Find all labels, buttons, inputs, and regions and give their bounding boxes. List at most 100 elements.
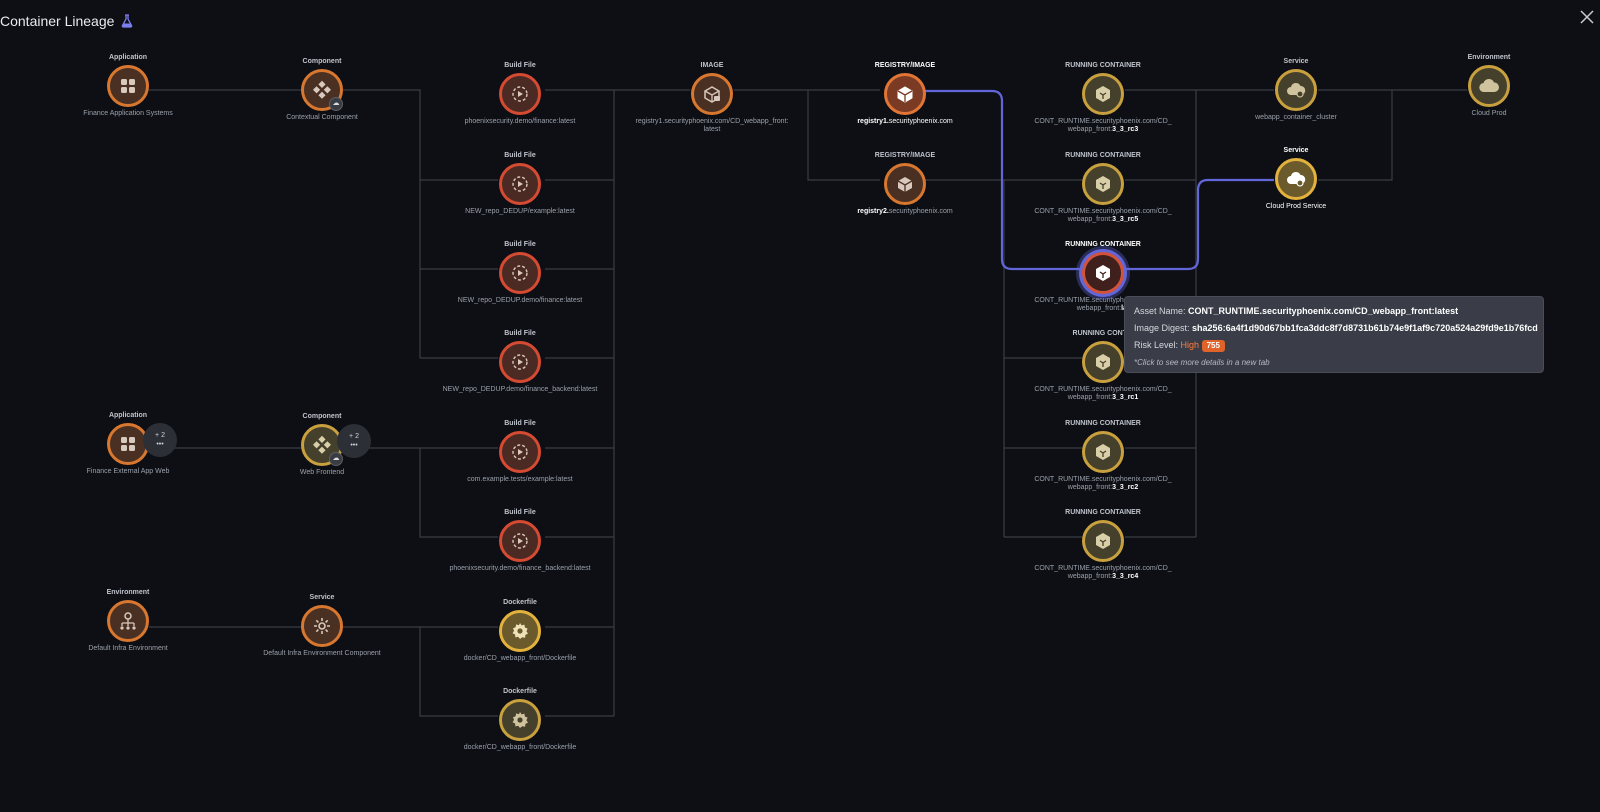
build-file-icon[interactable]	[499, 431, 541, 473]
build-file-icon[interactable]	[499, 163, 541, 205]
node-running-container-selected[interactable]: RUNNING CONTAINER CONT_RUNTIME.securityp…	[1003, 240, 1203, 313]
build-file-icon[interactable]	[499, 73, 541, 115]
node-label: CONT_RUNTIME.securityphoenix.com/CD_weba…	[1034, 118, 1172, 133]
container-icon[interactable]	[1082, 163, 1124, 205]
component-icon[interactable]: ☁	[301, 69, 343, 111]
build-file-icon[interactable]	[499, 520, 541, 562]
node-environment[interactable]: Environment Cloud Prod	[1389, 53, 1589, 118]
flask-icon	[122, 14, 133, 28]
node-label: CONT_RUNTIME.securityphoenix.com/CD_weba…	[1034, 476, 1172, 491]
node-registry-image[interactable]: REGISTRY/IMAGE registry1.securityphoenix…	[805, 61, 1005, 126]
cloud-icon[interactable]	[1468, 65, 1510, 107]
registry-box-icon[interactable]	[884, 73, 926, 115]
asset-tooltip[interactable]: Asset Name: CONT_RUNTIME.securityphoenix…	[1124, 296, 1544, 373]
node-label: Finance Application Systems	[83, 110, 173, 117]
service-gear-icon[interactable]	[301, 605, 343, 647]
node-type-label: Build File	[504, 241, 536, 248]
node-label: com.example.tests/example:latest	[467, 476, 573, 483]
node-type-label: Application	[108, 412, 148, 419]
node-type-label: REGISTRY/IMAGE	[874, 152, 936, 159]
more-nodes-badge[interactable]: + 2•••	[337, 424, 371, 458]
gear-icon[interactable]	[499, 610, 541, 652]
image-box-icon[interactable]	[691, 73, 733, 115]
node-type-label: Environment	[106, 589, 150, 596]
registry-box-icon[interactable]	[884, 163, 926, 205]
node-registry-image[interactable]: REGISTRY/IMAGE registry2.securityphoenix…	[805, 151, 1005, 216]
node-dockerfile[interactable]: Dockerfile docker/CD_webapp_front/Docker…	[420, 598, 620, 663]
node-running-container[interactable]: RUNNING CONTAINER CONT_RUNTIME.securityp…	[1003, 419, 1203, 492]
node-dockerfile[interactable]: Dockerfile docker/CD_webapp_front/Docker…	[420, 687, 620, 752]
node-application[interactable]: Application Finance Application Systems	[28, 53, 228, 118]
node-type-label: Build File	[504, 509, 536, 516]
build-file-icon[interactable]	[499, 252, 541, 294]
node-label: Default Infra Environment	[88, 645, 168, 652]
container-icon[interactable]	[1082, 431, 1124, 473]
node-type-label: Build File	[504, 330, 536, 337]
cloud-gear-icon[interactable]	[1275, 69, 1317, 111]
node-build-file[interactable]: Build File phoenixsecurity.demo/finance_…	[420, 508, 620, 573]
node-type-label: Application	[108, 54, 148, 61]
node-build-file[interactable]: Build File NEW_repo_DEDUP.demo/finance_b…	[420, 329, 620, 394]
node-build-file[interactable]: Build File com.example.tests/example:lat…	[420, 419, 620, 484]
node-application[interactable]: Application + 2••• Finance External App …	[28, 411, 228, 476]
tooltip-risk-row: Risk Level: High 755	[1134, 337, 1534, 354]
node-label: CONT_RUNTIME.securityphoenix.com/CD_weba…	[1034, 386, 1172, 401]
node-build-file[interactable]: Build File phoenixsecurity.demo/finance:…	[420, 61, 620, 126]
asset-name-value: CONT_RUNTIME.securityphoenix.com/CD_weba…	[1188, 306, 1459, 316]
cloud-badge-icon: ☁	[329, 97, 343, 111]
node-running-container[interactable]: RUNNING CONTAINER CONT_RUNTIME.securityp…	[1003, 151, 1203, 224]
tooltip-asset-name-row: Asset Name: CONT_RUNTIME.securityphoenix…	[1134, 303, 1534, 320]
node-type-label: Component	[302, 413, 342, 420]
container-icon[interactable]	[1082, 73, 1124, 115]
node-label: phoenixsecurity.demo/finance:latest	[464, 118, 576, 125]
cloud-gear-icon[interactable]	[1275, 158, 1317, 200]
node-build-file[interactable]: Build File NEW_repo_DEDUP/example:latest	[420, 151, 620, 216]
node-type-label: RUNNING CONTAINER	[1065, 62, 1141, 69]
node-type-label: Component	[302, 58, 342, 65]
close-icon[interactable]	[1578, 8, 1596, 26]
node-running-container[interactable]: RUNNING CONTAINER CONT_RUNTIME.securityp…	[1003, 508, 1203, 581]
node-component[interactable]: Component ☁ Contextual Component	[222, 57, 422, 122]
node-type-label: Service	[309, 594, 335, 601]
image-digest-label: Image Digest:	[1134, 323, 1190, 333]
node-label: Web Frontend	[299, 469, 345, 476]
node-type-label: IMAGE	[700, 62, 724, 69]
component-icon[interactable]: + 2••• ☁	[301, 424, 371, 466]
node-type-label: Environment	[1467, 54, 1511, 61]
more-nodes-badge[interactable]: + 2•••	[143, 423, 177, 457]
node-label: registry2.securityphoenix.com	[857, 208, 953, 215]
node-environment[interactable]: Environment Default Infra Environment	[28, 588, 228, 653]
node-image[interactable]: IMAGE registry1.securityphoenix.com/CD_w…	[612, 61, 812, 134]
image-digest-value: sha256:6a4f1d90d67bb1fca3ddc8f7d8731b61b…	[1192, 323, 1538, 333]
node-build-file[interactable]: Build File NEW_repo_DEDUP.demo/finance:l…	[420, 240, 620, 305]
tooltip-hint: *Click to see more details in a new tab	[1134, 358, 1270, 367]
node-type-label: RUNNING CONTAI	[1072, 330, 1134, 337]
node-service[interactable]: Service webapp_container_cluster	[1196, 57, 1396, 122]
node-label: CONT_RUNTIME.securityphoenix.com/CD_weba…	[1034, 565, 1172, 580]
node-type-label: Service	[1283, 58, 1309, 65]
node-label: docker/CD_webapp_front/Dockerfile	[463, 655, 577, 662]
node-type-label: REGISTRY/IMAGE	[874, 62, 936, 69]
tooltip-digest-row: Image Digest: sha256:6a4f1d90d67bb1fca3d…	[1134, 320, 1538, 337]
node-service[interactable]: Service Cloud Prod Service	[1196, 146, 1396, 211]
container-icon[interactable]	[1082, 520, 1124, 562]
build-file-icon[interactable]	[499, 341, 541, 383]
node-running-container[interactable]: RUNNING CONTAINER CONT_RUNTIME.securityp…	[1003, 61, 1203, 134]
node-type-label: RUNNING CONTAINER	[1065, 509, 1141, 516]
container-icon[interactable]	[1082, 252, 1124, 294]
node-type-label: Service	[1283, 147, 1309, 154]
node-label: NEW_repo_DEDUP/example:latest	[465, 208, 575, 215]
environment-tree-icon[interactable]	[107, 600, 149, 642]
application-icon[interactable]: + 2•••	[107, 423, 177, 465]
node-label: CONT_RUNTIME.securityphoenix.com/CD_weba…	[1034, 208, 1172, 223]
node-service[interactable]: Service Default Infra Environment Compon…	[222, 593, 422, 658]
container-icon[interactable]	[1082, 341, 1124, 383]
page-header: Container Lineage	[0, 10, 134, 32]
node-running-container[interactable]: RUNNING CONTAI CONT_RUNTIME.securityphoe…	[1003, 329, 1203, 402]
node-component[interactable]: Component + 2••• ☁ Web Frontend	[222, 412, 422, 477]
node-type-label: RUNNING CONTAINER	[1065, 152, 1141, 159]
application-icon[interactable]	[107, 65, 149, 107]
gear-icon[interactable]	[499, 699, 541, 741]
node-label: docker/CD_webapp_front/Dockerfile	[463, 744, 577, 751]
